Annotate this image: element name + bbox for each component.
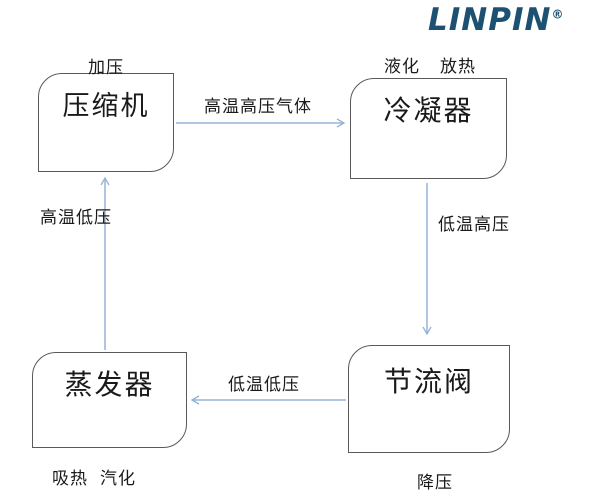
- node-evaporator-label: 蒸发器: [64, 368, 155, 401]
- node-condenser-label: 冷凝器: [383, 94, 474, 127]
- annotation-pressurize: 加压: [88, 58, 124, 78]
- brand-logo: LINPIN®: [428, 2, 563, 38]
- edge-label-high-temp-high-pressure-gas: 高温高压气体: [204, 97, 312, 117]
- node-compressor-label: 压缩机: [62, 91, 150, 122]
- annotation-absorb-heat: 吸热: [52, 469, 88, 489]
- node-throttle-valve: 节流阀: [348, 345, 510, 453]
- brand-logo-text: LINPIN: [428, 2, 552, 38]
- annotation-release-heat: 放热: [440, 57, 476, 77]
- annotation-depressurize: 降压: [417, 473, 453, 493]
- edge-label-low-temp-low-pressure: 低温低压: [228, 375, 300, 395]
- annotation-vaporize: 汽化: [100, 469, 136, 489]
- node-condenser: 冷凝器: [350, 78, 507, 179]
- annotation-liquefy: 液化: [384, 57, 420, 77]
- edge-label-low-temp-high-pressure: 低温高压: [438, 215, 510, 235]
- edge-label-high-temp-low-pressure: 高温低压: [40, 208, 112, 228]
- node-compressor: 压缩机: [38, 73, 174, 172]
- node-evaporator: 蒸发器: [32, 352, 187, 448]
- registered-trademark-icon: ®: [551, 7, 564, 22]
- node-throttle-valve-label: 节流阀: [383, 365, 474, 398]
